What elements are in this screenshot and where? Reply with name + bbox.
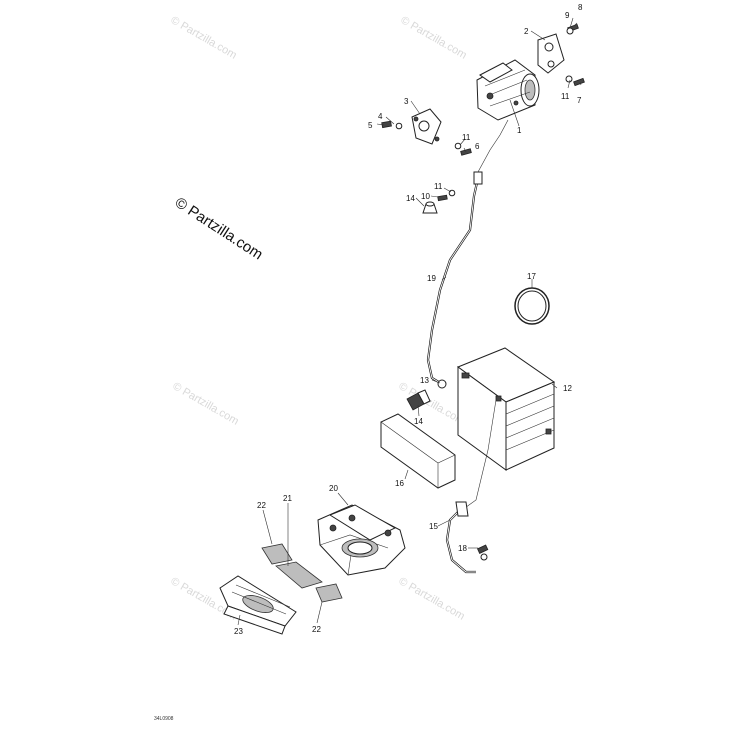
o-ring-17: [514, 287, 550, 325]
callout-14: 14: [406, 194, 415, 203]
callout-10: 10: [421, 192, 430, 201]
callout-16: 16: [395, 479, 404, 488]
battery-support-20: [317, 504, 406, 576]
support-3: [411, 108, 442, 145]
callout-3: 3: [404, 97, 409, 106]
main-watermark: © Partzilla.com: [172, 194, 266, 263]
leader-lines: [237, 17, 582, 626]
callout-7: 7: [577, 96, 582, 105]
callout-18: 18: [458, 544, 467, 553]
cable-15: [445, 399, 497, 574]
callout-labels: 1 2 3 4 5 6 7 8 9 10 11 11 11 12 13 14 1…: [234, 3, 583, 636]
callout-22: 22: [257, 501, 266, 510]
callout-17: 17: [527, 272, 536, 281]
callout-8: 8: [578, 3, 583, 12]
callout-5: 5: [368, 121, 373, 130]
callout-1: 1: [517, 126, 522, 135]
battery-pad-16: [380, 413, 456, 489]
callout-19: 19: [427, 274, 436, 283]
callout-9: 9: [565, 11, 570, 20]
watermark-text: © Partzilla.com: [169, 14, 239, 61]
callout-13: 13: [420, 376, 429, 385]
pads: [261, 543, 343, 603]
battery-12: [456, 347, 556, 471]
callout-12: 12: [563, 384, 572, 393]
callout-15: 15: [429, 522, 438, 531]
protective-cap: [406, 201, 438, 411]
bracket-2: [537, 33, 565, 74]
starter-motor: [476, 59, 540, 121]
watermark-text: © Partzilla.com: [171, 380, 241, 427]
callout-21: 21: [283, 494, 292, 503]
callout-11: 11: [561, 92, 570, 101]
battery-cover-23: [219, 575, 297, 635]
watermark-text: © Partzilla.com: [399, 14, 469, 61]
cable-19: [426, 119, 509, 389]
watermark-text: © Partzilla.com: [397, 575, 467, 622]
callout-14: 14: [414, 417, 423, 426]
callout-6: 6: [475, 142, 480, 151]
callout-11: 11: [434, 182, 443, 191]
callout-2: 2: [524, 27, 529, 36]
drawing-code: 34L0908: [154, 716, 174, 722]
callout-20: 20: [329, 484, 338, 493]
callout-23: 23: [234, 627, 243, 636]
callout-22: 22: [312, 625, 321, 634]
callout-4: 4: [378, 112, 383, 121]
callout-11: 11: [462, 133, 471, 142]
